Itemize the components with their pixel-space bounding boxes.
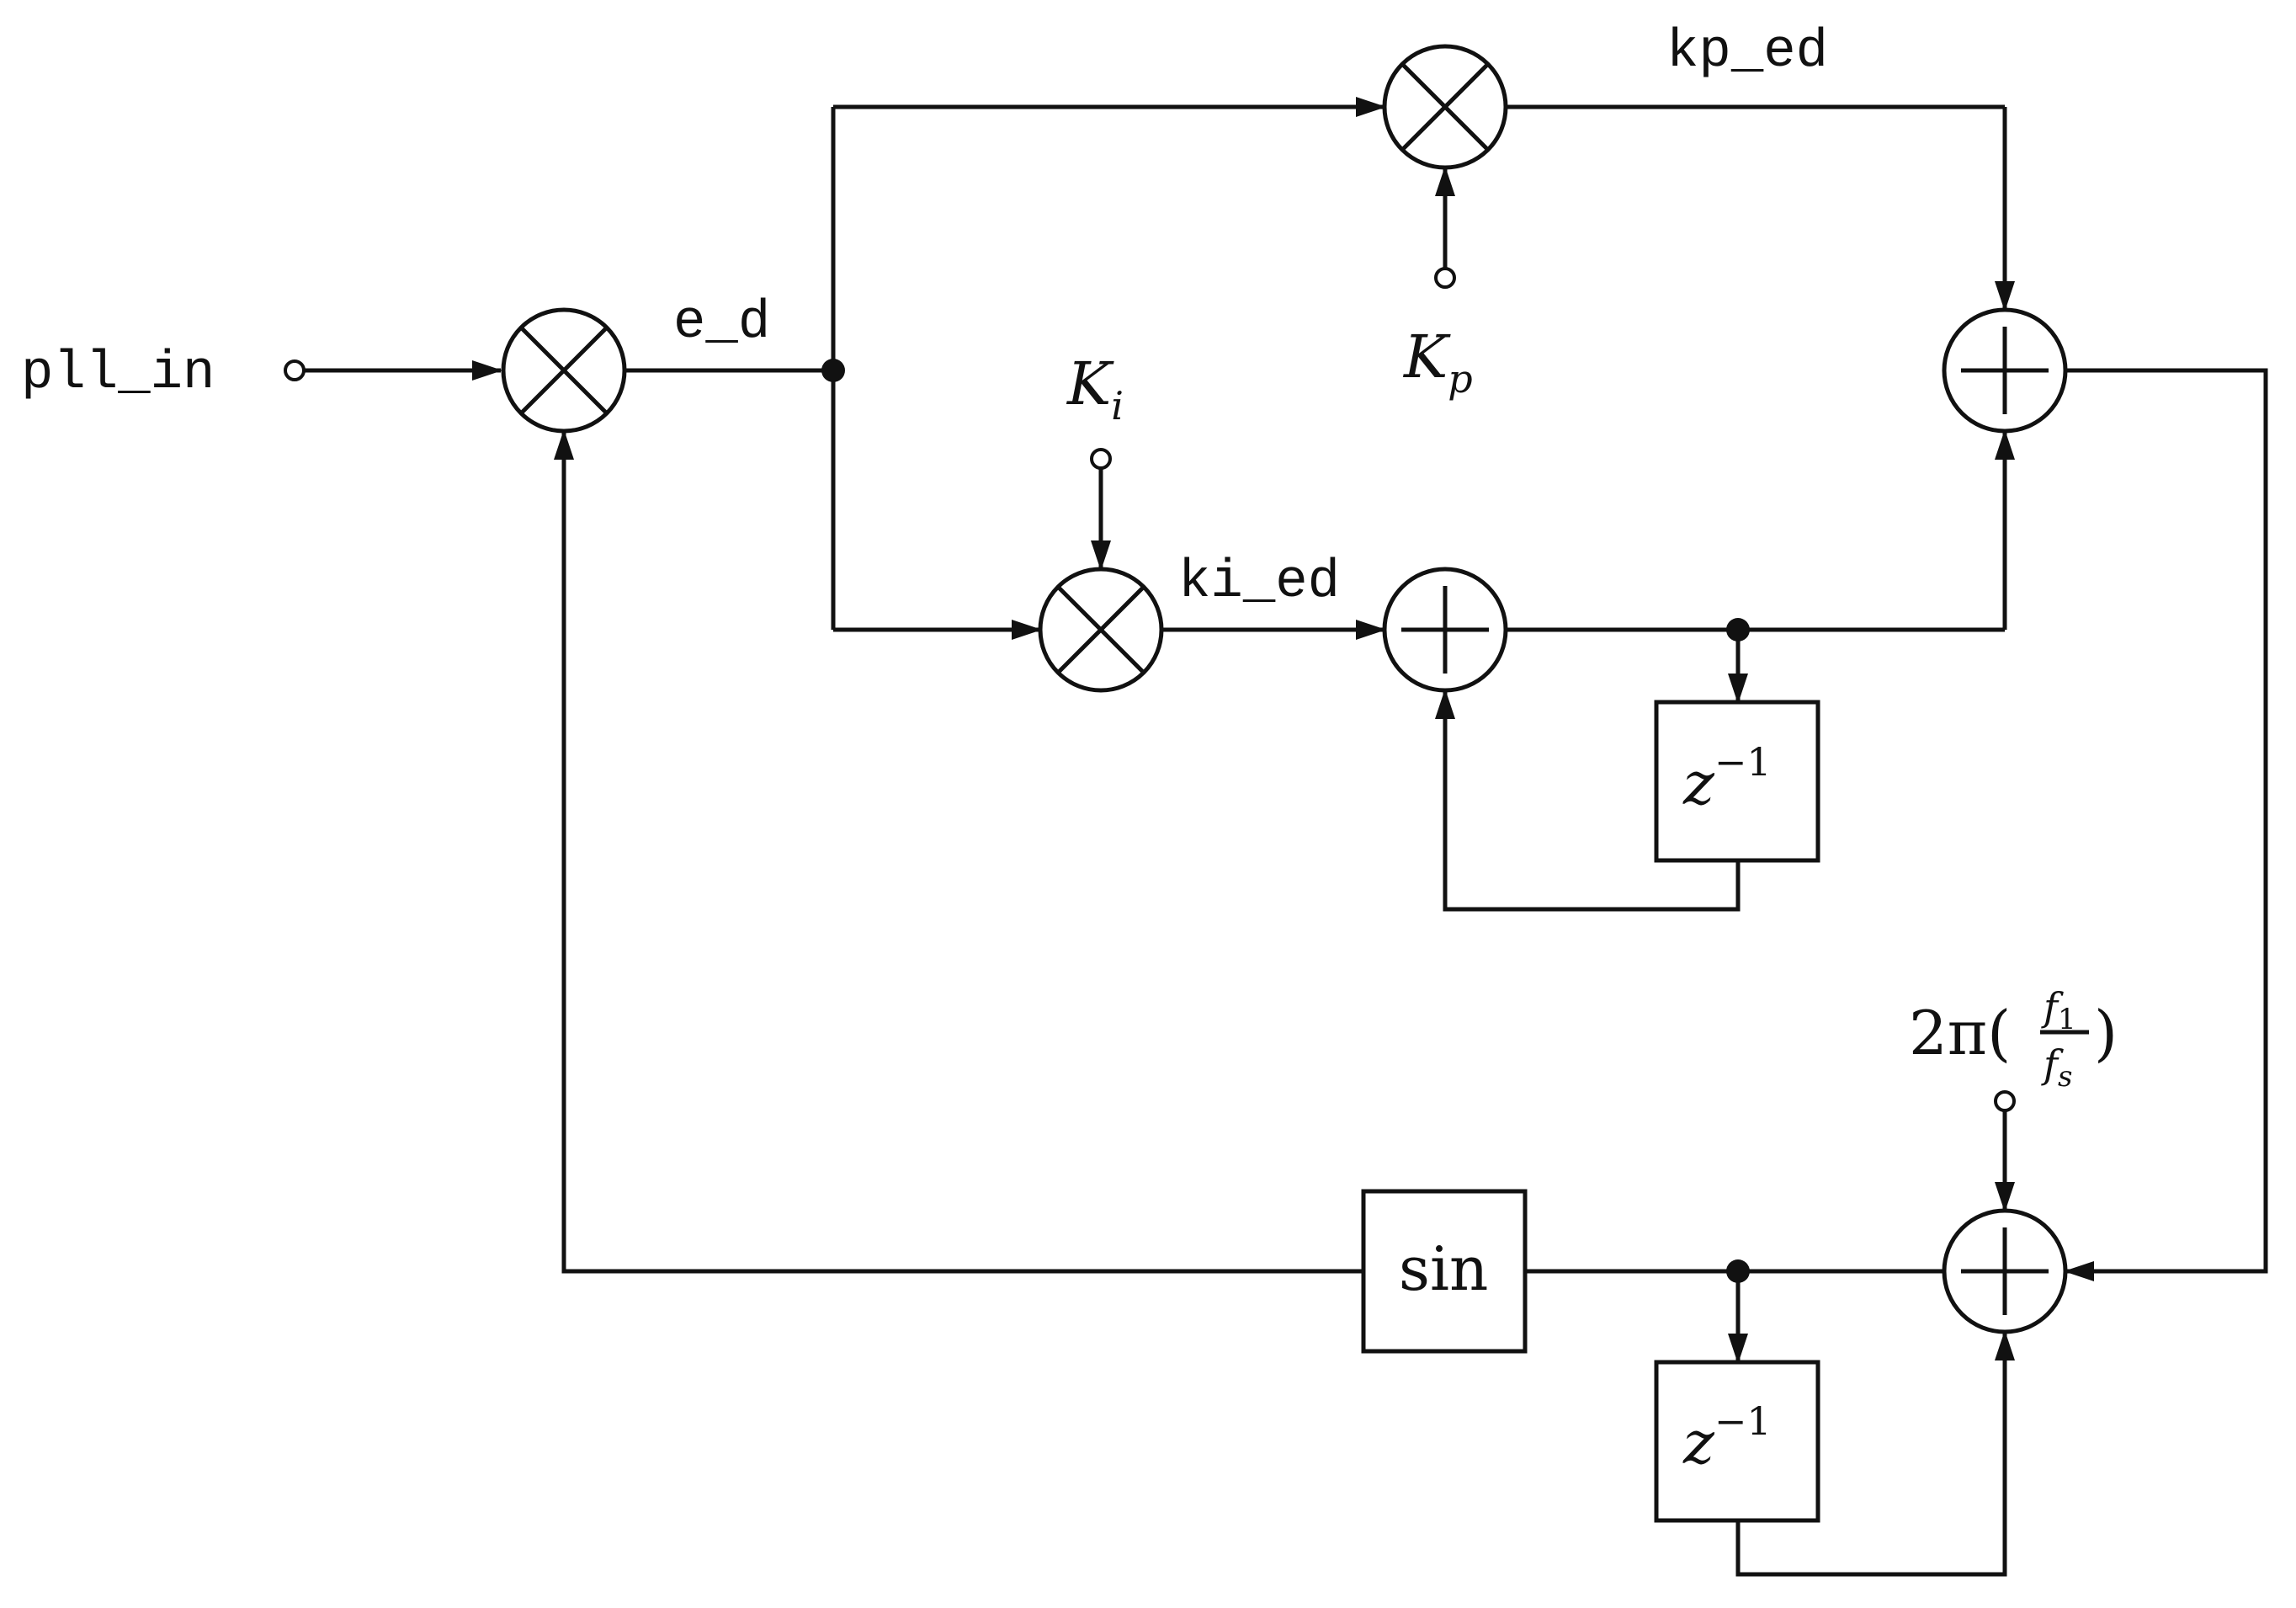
error-label: e_d xyxy=(673,293,770,354)
input-port xyxy=(284,359,306,381)
ki-gain-label: Ki xyxy=(1066,349,1124,429)
kp-port xyxy=(1434,267,1456,289)
wire-pi-out xyxy=(2064,368,2268,1281)
integrator-delay-block xyxy=(1654,700,1820,863)
accumulator-delay-label: z−1 xyxy=(1682,1398,1772,1478)
ki-port xyxy=(1090,448,1112,470)
ki-output-label: ki_ed xyxy=(1178,552,1340,613)
sine-label: sin xyxy=(1399,1233,1488,1304)
wire-delay1-feedback xyxy=(1435,689,1741,912)
ki-multiplier xyxy=(1038,567,1164,693)
svg-text:fs: fs xyxy=(2041,1041,2072,1094)
pi-summer xyxy=(1942,307,2068,434)
freq-term-label: 2π( f1 fs ) xyxy=(1909,984,2118,1094)
input-label: pll_in xyxy=(21,343,215,404)
kp-output-label: kp_ed xyxy=(1666,22,1828,83)
phase-accumulator-summer xyxy=(1942,1208,2068,1334)
kp-gain-label: Kp xyxy=(1402,322,1473,402)
freq-port xyxy=(1994,1090,2016,1112)
integrator-summer xyxy=(1382,567,1508,693)
wire-sine-feedback xyxy=(554,429,1363,1274)
accumulator-delay-block xyxy=(1654,1360,1820,1523)
phase-detector-multiplier xyxy=(501,307,627,434)
svg-text:2π(: 2π( xyxy=(1909,998,2011,1068)
kp-multiplier xyxy=(1382,44,1508,170)
wire-delay2-feedback xyxy=(1735,1330,2015,1577)
integrator-delay-label: z−1 xyxy=(1682,739,1772,818)
svg-text:): ) xyxy=(2094,998,2118,1068)
svg-text:f1: f1 xyxy=(2041,984,2076,1036)
